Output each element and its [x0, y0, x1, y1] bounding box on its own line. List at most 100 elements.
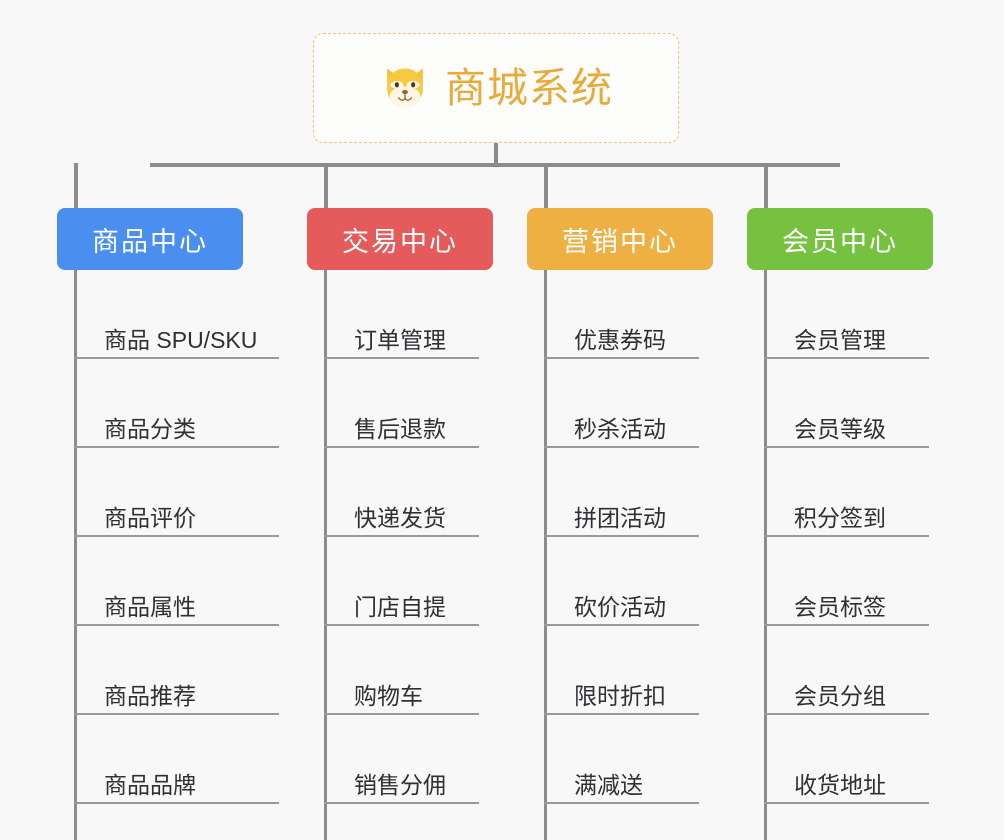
- feature-item[interactable]: 商品 SPU/SKU: [74, 270, 279, 359]
- category-header-product-center[interactable]: 商品中心: [57, 208, 243, 270]
- feature-item-label: 收货地址: [794, 771, 886, 798]
- feature-item-underline: [544, 713, 699, 715]
- feature-item-label: 积分签到: [794, 504, 886, 531]
- feature-item-underline: [324, 624, 479, 626]
- feature-item-label: 会员分组: [794, 682, 886, 709]
- category-header-trade-center[interactable]: 交易中心: [307, 208, 493, 270]
- feature-item-underline: [324, 713, 479, 715]
- feature-item[interactable]: 收货地址: [764, 715, 957, 804]
- feature-list-product-center: 商品 SPU/SKU 商品分类商品评价商品属性商品推荐商品品牌: [57, 270, 279, 804]
- category-column-trade-center: 交易中心订单管理售后退款快递发货门店自提购物车销售分佣: [307, 163, 517, 840]
- feature-item[interactable]: 会员标签: [764, 537, 957, 626]
- connector-spine-marketing-center: [544, 270, 547, 840]
- category-header-label: 交易中心: [342, 226, 458, 257]
- feature-list-member-center: 会员管理会员等级积分签到会员标签会员分组收货地址: [747, 270, 957, 804]
- feature-item[interactable]: 订单管理: [324, 270, 517, 359]
- dog-face-icon: [379, 62, 431, 114]
- connector-root-stem: [494, 143, 498, 165]
- connector-spine-trade-center: [324, 270, 327, 840]
- feature-item[interactable]: 购物车: [324, 626, 517, 715]
- feature-item-underline: [764, 624, 929, 626]
- feature-item[interactable]: 商品属性: [74, 537, 279, 626]
- feature-item[interactable]: 会员等级: [764, 359, 957, 448]
- connector-drop-member-center: [764, 163, 768, 208]
- feature-item[interactable]: 会员分组: [764, 626, 957, 715]
- feature-item-label: 订单管理: [354, 326, 446, 353]
- feature-item-underline: [324, 357, 479, 359]
- feature-item-label: 商品属性: [104, 593, 196, 620]
- feature-item-underline: [324, 446, 479, 448]
- connector-spine-member-center: [764, 270, 767, 840]
- feature-item-label: 快递发货: [354, 504, 446, 531]
- feature-item-underline: [544, 624, 699, 626]
- root-node[interactable]: 商城系统: [313, 33, 679, 143]
- feature-item-underline: [74, 624, 279, 626]
- feature-item[interactable]: 积分签到: [764, 448, 957, 537]
- feature-item[interactable]: 秒杀活动: [544, 359, 737, 448]
- connector-drop-marketing-center: [544, 163, 548, 208]
- feature-item-label: 优惠券码: [574, 326, 666, 353]
- feature-item[interactable]: 会员管理: [764, 270, 957, 359]
- feature-item-label: 会员标签: [794, 593, 886, 620]
- feature-item-underline: [764, 446, 929, 448]
- feature-item-underline: [544, 802, 699, 804]
- feature-item[interactable]: 售后退款: [324, 359, 517, 448]
- feature-item-underline: [74, 446, 279, 448]
- feature-item-underline: [544, 535, 699, 537]
- category-header-marketing-center[interactable]: 营销中心: [527, 208, 713, 270]
- feature-item[interactable]: 限时折扣: [544, 626, 737, 715]
- connector-spine-product-center: [74, 270, 77, 840]
- category-header-label: 商品中心: [92, 226, 208, 257]
- feature-item-underline: [764, 357, 929, 359]
- feature-item[interactable]: 优惠券码: [544, 270, 737, 359]
- feature-item-underline: [74, 713, 279, 715]
- feature-item-label: 满减送: [574, 771, 643, 798]
- feature-item-label: 销售分佣: [354, 771, 446, 798]
- feature-item[interactable]: 满减送: [544, 715, 737, 804]
- feature-item[interactable]: 商品品牌: [74, 715, 279, 804]
- feature-item-label: 会员管理: [794, 326, 886, 353]
- feature-list-marketing-center: 优惠券码秒杀活动拼团活动砍价活动限时折扣满减送: [527, 270, 737, 804]
- root-title: 商城系统: [445, 64, 613, 111]
- feature-item[interactable]: 商品推荐: [74, 626, 279, 715]
- feature-item[interactable]: 门店自提: [324, 537, 517, 626]
- category-header-label: 营销中心: [562, 226, 678, 257]
- category-header-member-center[interactable]: 会员中心: [747, 208, 933, 270]
- feature-item-underline: [324, 535, 479, 537]
- feature-item-label: 门店自提: [354, 593, 446, 620]
- feature-item[interactable]: 砍价活动: [544, 537, 737, 626]
- feature-item-label: 商品评价: [104, 504, 196, 531]
- feature-item-label: 商品 SPU/SKU: [104, 326, 258, 353]
- feature-item-underline: [764, 713, 929, 715]
- feature-item[interactable]: 商品评价: [74, 448, 279, 537]
- feature-item-underline: [74, 802, 279, 804]
- connector-drop-product-center: [74, 163, 78, 208]
- category-column-marketing-center: 营销中心优惠券码秒杀活动拼团活动砍价活动限时折扣满减送: [527, 163, 737, 840]
- feature-item-label: 商品分类: [104, 415, 196, 442]
- feature-item-label: 商品推荐: [104, 682, 196, 709]
- feature-item-label: 砍价活动: [574, 593, 666, 620]
- feature-item-underline: [764, 802, 929, 804]
- feature-item[interactable]: 销售分佣: [324, 715, 517, 804]
- feature-item-label: 秒杀活动: [574, 415, 666, 442]
- feature-item[interactable]: 商品分类: [74, 359, 279, 448]
- feature-item-underline: [544, 357, 699, 359]
- connector-drop-trade-center: [324, 163, 328, 208]
- feature-list-trade-center: 订单管理售后退款快递发货门店自提购物车销售分佣: [307, 270, 517, 804]
- feature-item-underline: [764, 535, 929, 537]
- feature-item-label: 拼团活动: [574, 504, 666, 531]
- category-column-member-center: 会员中心会员管理会员等级积分签到会员标签会员分组收货地址: [747, 163, 957, 840]
- feature-item-underline: [74, 357, 279, 359]
- feature-item-label: 售后退款: [354, 415, 446, 442]
- feature-item-underline: [74, 535, 279, 537]
- feature-item-underline: [324, 802, 479, 804]
- feature-item[interactable]: 拼团活动: [544, 448, 737, 537]
- feature-item-label: 商品品牌: [104, 771, 196, 798]
- connector-horizontal-bar: [150, 163, 840, 167]
- category-column-product-center: 商品中心商品 SPU/SKU 商品分类商品评价商品属性商品推荐商品品牌: [57, 163, 279, 840]
- feature-item[interactable]: 快递发货: [324, 448, 517, 537]
- feature-item-label: 会员等级: [794, 415, 886, 442]
- category-header-label: 会员中心: [782, 226, 898, 257]
- feature-item-label: 购物车: [354, 682, 423, 709]
